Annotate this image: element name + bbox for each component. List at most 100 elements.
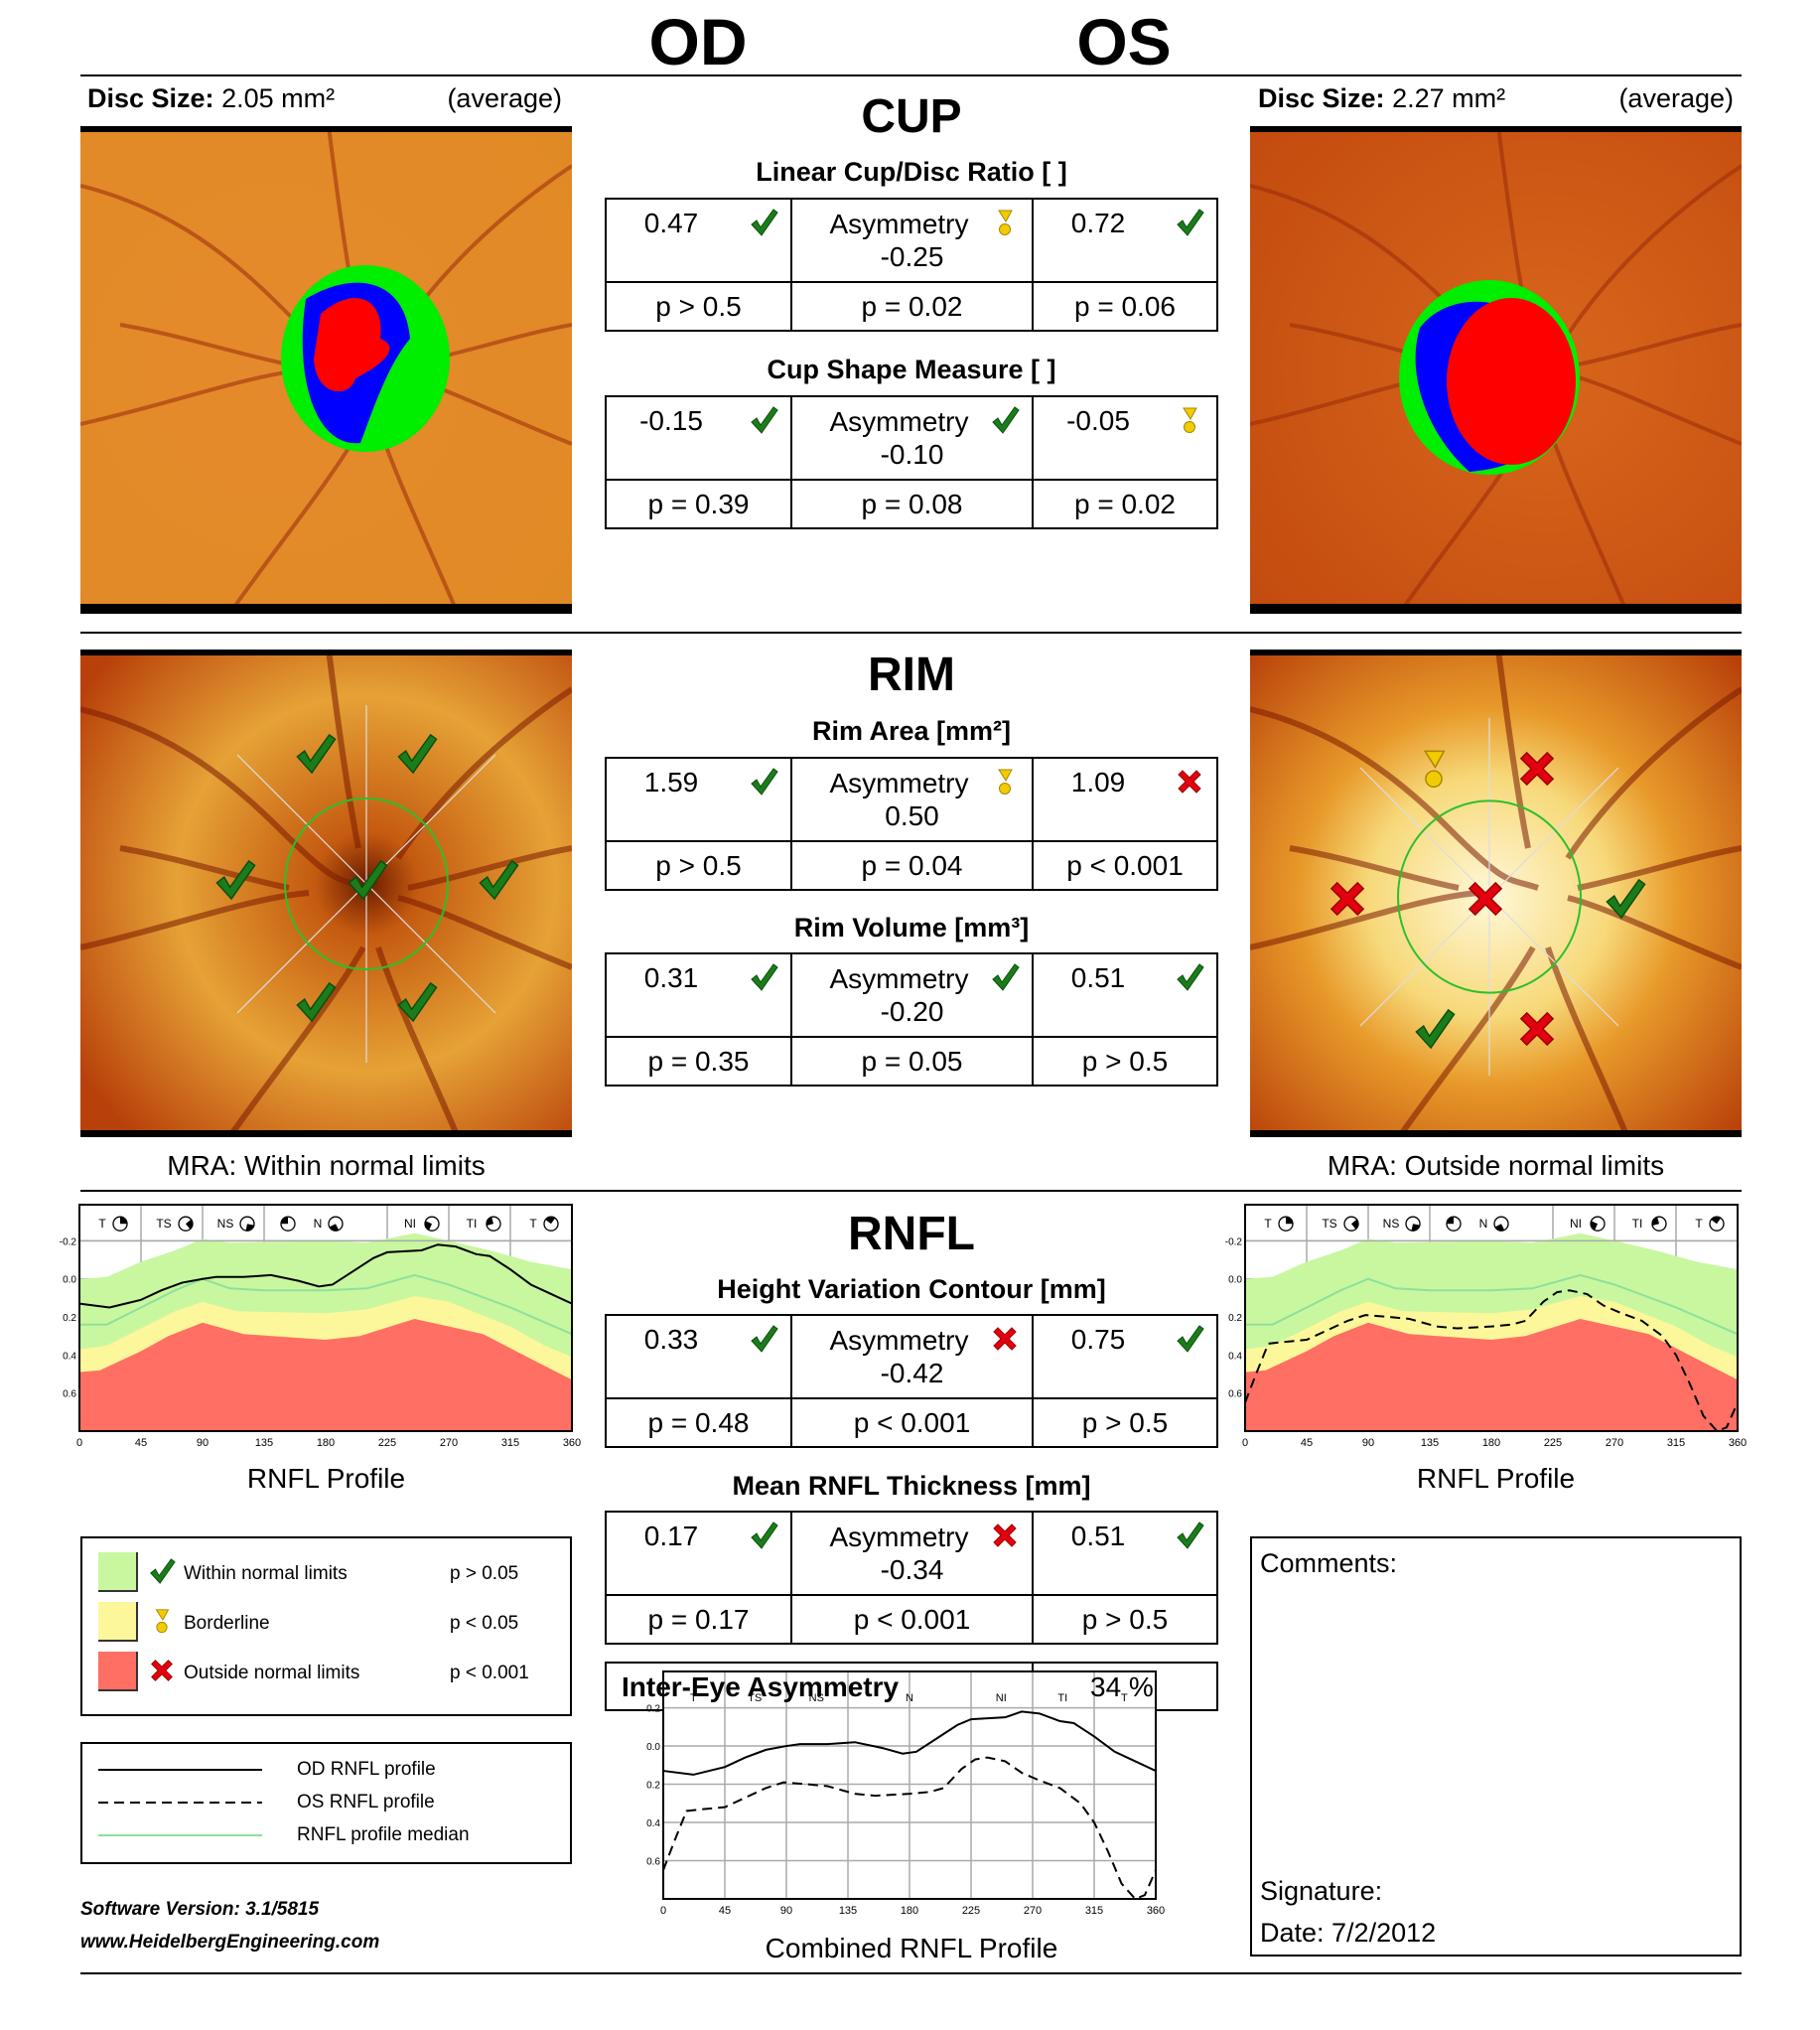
od-value-cell: 0.31	[607, 954, 792, 1036]
asymmetry-label: Asymmetry	[829, 209, 969, 239]
sector-label: TS	[748, 1692, 762, 1704]
os-value: -0.05	[1066, 405, 1130, 436]
check-icon	[751, 1325, 778, 1353]
legend-line-solid	[98, 1769, 262, 1771]
metric-label: Rim Area [mm²]	[811, 716, 1012, 746]
check-icon	[751, 209, 778, 236]
x-tick-label: 0	[660, 1905, 666, 1917]
x-tick-label: 315	[1085, 1905, 1103, 1917]
x-tick-label: 180	[317, 1437, 335, 1449]
sector-clock-wedge	[329, 1224, 340, 1232]
y-tick-label: 0.2	[646, 1704, 660, 1715]
rnfl-section-title: RNFL	[848, 1208, 975, 1260]
asymmetry-label: Asymmetry	[829, 406, 969, 437]
od-disc-note: (average)	[447, 83, 562, 113]
check-icon	[992, 406, 1020, 434]
check-icon	[1177, 963, 1204, 991]
asymmetry-value: -0.20	[880, 996, 944, 1027]
os-value-cell: 1.09	[1034, 759, 1216, 840]
x-tick-label: 135	[255, 1437, 273, 1449]
sector-clock-wedge	[281, 1217, 288, 1225]
asymmetry-p-value: p = 0.05	[792, 1038, 1034, 1085]
os-p-value: p = 0.06	[1074, 291, 1176, 322]
x-tick-label: 270	[1024, 1905, 1042, 1917]
sector-label: TS	[1322, 1217, 1336, 1231]
mra-sector-ts	[293, 732, 337, 776]
od-value: 0.33	[643, 1324, 699, 1355]
check-icon	[1177, 1325, 1204, 1353]
check-icon	[751, 963, 778, 991]
sector-clock-wedge	[425, 1221, 432, 1231]
asymmetry-label: Asymmetry	[829, 963, 969, 994]
asymmetry-label: Asymmetry	[829, 1522, 969, 1552]
borderline-icon	[998, 210, 1013, 235]
comments-box[interactable]: Comments: Signature: Date: 7/2/2012	[1250, 1536, 1742, 1957]
vessel	[1577, 323, 1742, 366]
os-reflectance-image	[1250, 650, 1742, 1137]
check-icon	[348, 859, 388, 901]
combined-rnfl-caption: Combined RNFL Profile	[765, 1933, 1058, 1963]
sector-label: TS	[156, 1217, 171, 1231]
cup-section-title: CUP	[861, 90, 962, 143]
sector-label: T	[690, 1692, 697, 1704]
od-value-cell: 1.59	[607, 759, 792, 840]
website-link[interactable]: www.HeidelbergEngineering.com	[80, 1932, 380, 1953]
y-tick-label: 0.4	[646, 1818, 660, 1829]
check-icon	[479, 859, 519, 901]
legend-label: Within normal limits	[184, 1563, 348, 1584]
plot-frame	[78, 1204, 573, 1432]
asymmetry-value: 0.50	[885, 800, 939, 831]
vessel	[1565, 686, 1742, 860]
asymmetry-cell: Asymmetry-0.25	[792, 200, 1034, 281]
disc-contour	[1397, 799, 1582, 994]
metric-label: Linear Cup/Disc Ratio [ ]	[756, 157, 1067, 187]
os-title: OS	[1076, 5, 1172, 78]
y-tick-label: 0.4	[1228, 1351, 1242, 1362]
plot-frame	[662, 1670, 1157, 1900]
od-p-value: p = 0.35	[607, 1038, 792, 1085]
os-value-cell: 0.51	[1034, 1513, 1216, 1594]
sector-label: TI	[1632, 1217, 1643, 1231]
legend-line-median	[98, 1834, 262, 1836]
signature-label: Signature:	[1260, 1876, 1383, 1906]
od-p-value: p = 0.39	[607, 481, 792, 527]
od-value: 0.31	[643, 962, 699, 993]
x-tick-label: 135	[839, 1905, 857, 1917]
borderline-icon	[998, 769, 1013, 795]
vessel	[326, 650, 361, 849]
x-tick-label: 45	[135, 1437, 147, 1449]
y-tick-label: 0.2	[646, 1781, 660, 1792]
vessel	[119, 323, 290, 366]
sector-clock-wedge	[1711, 1217, 1722, 1225]
mra-sector-ns	[1412, 747, 1456, 791]
sector-label: T	[529, 1217, 537, 1231]
mra-sector-t	[1326, 877, 1369, 921]
check-icon	[215, 859, 256, 901]
check-icon	[751, 1522, 778, 1549]
sector-label: N	[314, 1217, 323, 1231]
sector-label: NI	[996, 1692, 1007, 1704]
cup-red-area	[314, 298, 390, 392]
os-profile-line	[1244, 1289, 1739, 1433]
mra-sector-ts	[1515, 747, 1559, 791]
asymmetry-p-value: p < 0.001	[792, 1596, 1034, 1643]
y-tick-label: 0.6	[646, 1857, 660, 1868]
os-value-cell: 0.51	[1034, 954, 1216, 1036]
sector-label: NI	[404, 1217, 416, 1231]
check-icon	[397, 981, 438, 1023]
sector-label: NS	[217, 1217, 234, 1231]
y-tick-label: -0.2	[60, 1236, 77, 1247]
x-tick-label: 0	[1242, 1437, 1248, 1449]
check-icon	[1415, 1008, 1456, 1050]
os-value: 0.51	[1070, 962, 1126, 993]
legend-line-label: OS RNFL profile	[297, 1792, 435, 1812]
y-tick-label: 0.0	[63, 1275, 76, 1286]
sector-clock-wedge	[486, 1217, 493, 1227]
check-icon	[1177, 209, 1204, 236]
vessel	[1566, 164, 1742, 337]
x-tick-label: 180	[901, 1905, 918, 1917]
disc-size-label: Disc Size:	[87, 83, 214, 113]
asymmetry-label: Asymmetry	[829, 768, 969, 798]
